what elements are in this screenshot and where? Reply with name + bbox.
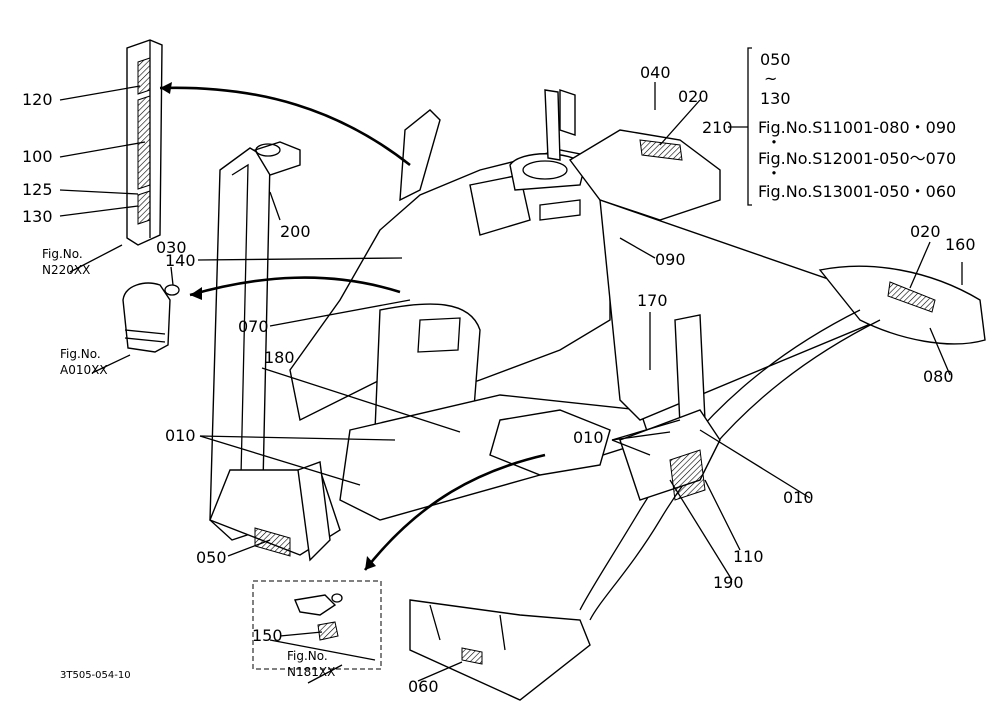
- dot-2: ・: [766, 164, 782, 183]
- label-100: 100: [22, 147, 53, 166]
- lamp-cover-detail: [122, 282, 180, 353]
- label-010-left: 010: [165, 426, 196, 445]
- ref-n220-a: Fig.No.: [42, 247, 83, 261]
- label-200: 200: [280, 222, 311, 241]
- label-040: 040: [640, 63, 671, 82]
- label-tilde: ~: [764, 69, 777, 88]
- ref-a010-b: A010XX: [60, 363, 108, 377]
- ref-n181-a: Fig.No.: [287, 649, 328, 663]
- label-060: 060: [408, 677, 439, 696]
- label-180: 180: [264, 348, 295, 367]
- label-050: 050: [196, 548, 227, 567]
- label-190: 190: [713, 573, 744, 592]
- callout-labels: 040 020 050 ~ 130 210 Fig.No.S11001-080・…: [22, 50, 976, 696]
- label-120: 120: [22, 90, 53, 109]
- label-010-right: 010: [783, 488, 814, 507]
- label-010-mid: 010: [573, 428, 604, 447]
- assembly-arrows: [159, 82, 546, 571]
- label-080: 080: [923, 367, 954, 386]
- label-130: 130: [22, 207, 53, 226]
- ref-n181-b: N181XX: [287, 665, 335, 679]
- label-170: 170: [637, 291, 668, 310]
- ref-s11001: Fig.No.S11001-080・090: [758, 118, 956, 137]
- dot-1: ・: [766, 133, 782, 152]
- ref-a010-a: Fig.No.: [60, 347, 101, 361]
- label-070: 070: [238, 317, 269, 336]
- label-160: 160: [945, 235, 976, 254]
- label-020-top: 020: [678, 87, 709, 106]
- label-020-right: 020: [910, 222, 941, 241]
- leader-lines: [59, 47, 963, 684]
- label-210: 210: [702, 118, 733, 137]
- ref-s12001: Fig.No.S12001-050～070: [758, 149, 956, 168]
- label-110: 110: [733, 547, 764, 566]
- label-150: 150: [252, 626, 283, 645]
- label-140: 140: [165, 251, 196, 270]
- ref-s13001: Fig.No.S13001-050・060: [758, 182, 956, 201]
- label-030: 030: [156, 238, 187, 257]
- label-130-range: 130: [760, 89, 791, 108]
- cab-frame-drawing: [209, 89, 986, 701]
- drawing-number: 3T505-054-10: [60, 670, 131, 681]
- inset-box: [252, 580, 382, 670]
- label-050-range: 050: [760, 50, 791, 69]
- ref-n220-b: N220XX: [42, 263, 90, 277]
- label-125: 125: [22, 180, 53, 199]
- label-090: 090: [655, 250, 686, 269]
